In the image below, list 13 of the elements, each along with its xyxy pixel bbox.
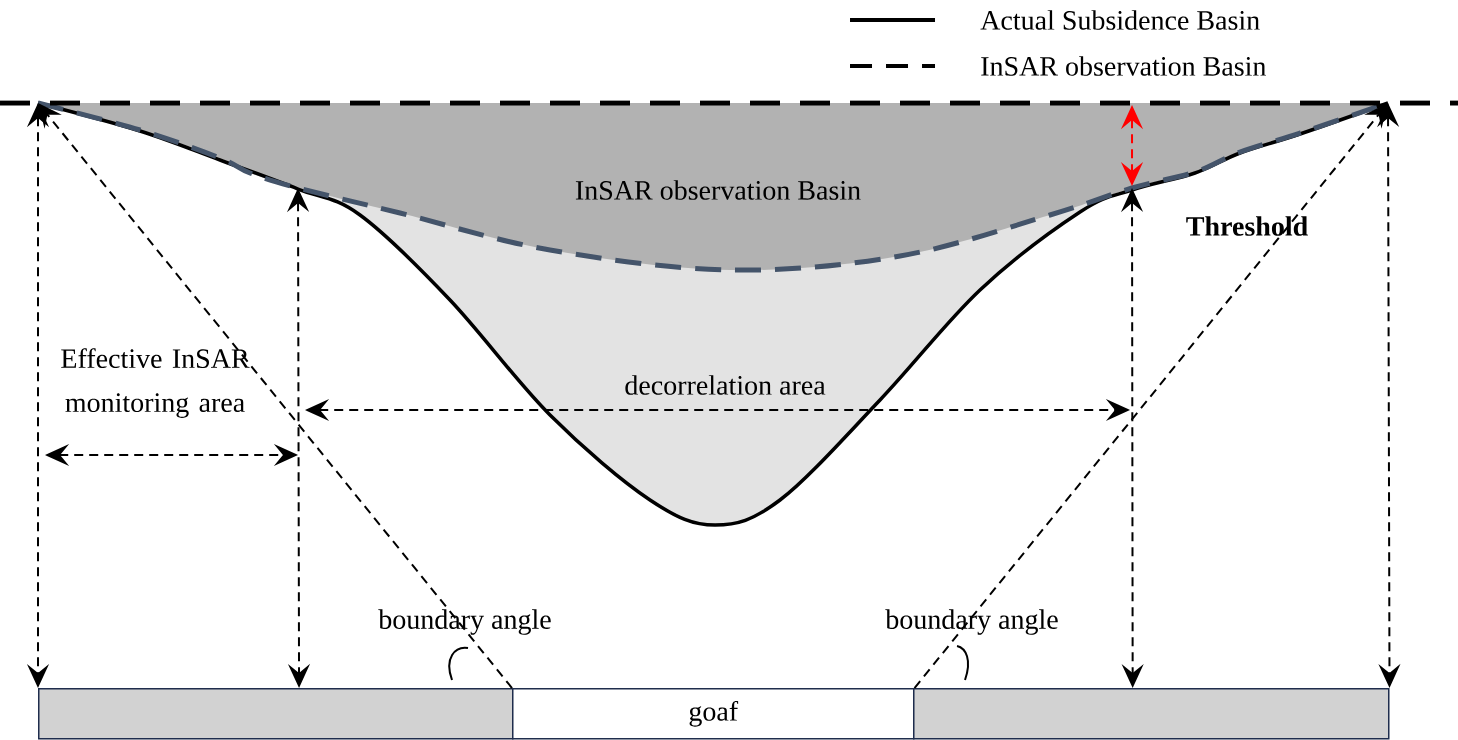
area-label: boundary angle xyxy=(885,609,1058,635)
area-label: Threshold xyxy=(1186,216,1308,236)
arrow xyxy=(913,103,1388,689)
area-label: InSAR observation Basin xyxy=(575,180,861,200)
goaf-box: goaf xyxy=(512,688,915,740)
area-label: Effective InSAR monitoring area xyxy=(61,348,250,418)
legend-text: Actual Subsidence Basin xyxy=(980,10,1260,30)
legend-text: InSAR observation Basin xyxy=(981,56,1266,76)
area-label: decorrelation area xyxy=(625,375,826,395)
area-label: boundary angle xyxy=(378,609,551,635)
rock-layer-bar xyxy=(913,688,1390,740)
arrow xyxy=(38,103,513,689)
rock-layer-bar xyxy=(38,688,514,740)
